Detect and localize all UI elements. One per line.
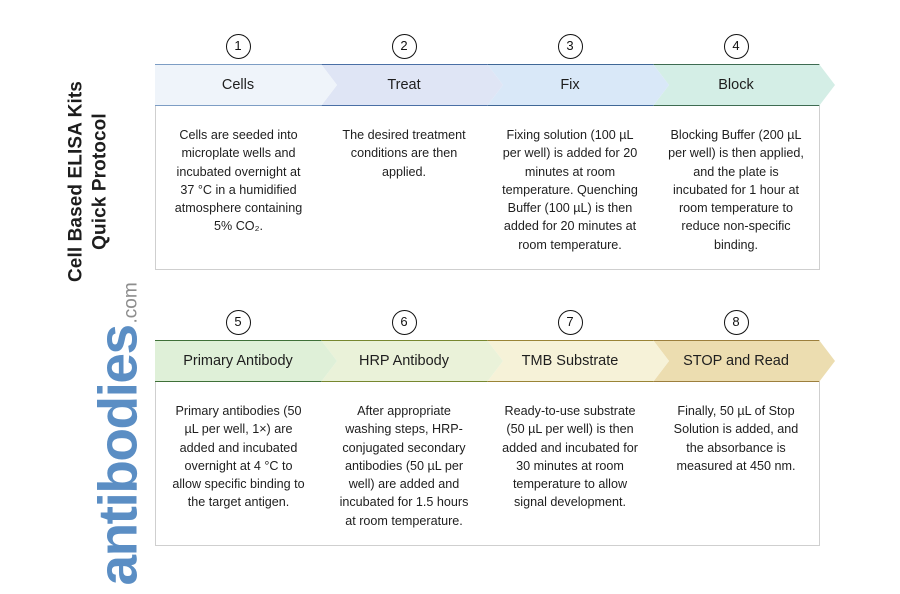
step-badge-strip-1: 1 2 3 4 <box>155 34 845 64</box>
flow-step-panel-4: Blocking Buffer (200 µL per well) is the… <box>653 106 820 270</box>
flow-row-2: 5 6 7 8 Primary Antibody HRP Antibody TMB Sub… <box>155 310 845 546</box>
flow-step-label-8: STOP and Read <box>683 353 789 369</box>
panel-band-1: Cells are seeded into microplate wells a… <box>155 106 845 270</box>
step-number-badge-6: 6 <box>391 310 417 335</box>
step-number-badge-2: 2 <box>391 34 417 59</box>
page-title: Cell Based ELISA Kits Quick Protocol <box>65 81 110 283</box>
flow-step-label-3: Fix <box>560 77 580 93</box>
flow-step-panel-3: Fixing solution (100 µL per well) is add… <box>487 106 654 270</box>
protocol-flow: 1 2 3 4 Cells Treat Fix Block Cells are seeded… <box>155 0 900 594</box>
flow-step-chevron-5[interactable]: Primary Antibody <box>155 340 337 382</box>
flow-step-label-6: HRP Antibody <box>358 353 449 369</box>
step-number-badge-1: 1 <box>225 34 251 59</box>
flow-step-panel-5: Primary antibodies (50 µL per well, 1×) … <box>155 382 322 546</box>
chevron-band-2: Primary Antibody HRP Antibody TMB Substrat… <box>155 340 845 382</box>
flow-step-chevron-4[interactable]: Block <box>653 64 835 106</box>
flow-step-description-5: Primary antibodies (50 µL per well, 1×) … <box>172 404 305 510</box>
flow-step-chevron-7[interactable]: TMB Substrate <box>487 340 669 382</box>
flow-step-panel-6: After appropriate washing steps, HRP-con… <box>321 382 488 546</box>
flow-step-panel-1: Cells are seeded into microplate wells a… <box>155 106 322 270</box>
flow-row-1: 1 2 3 4 Cells Treat Fix Block Cells are seeded… <box>155 34 845 270</box>
flow-step-description-1: Cells are seeded into microplate wells a… <box>174 128 303 234</box>
flow-step-label-2: Treat <box>387 77 421 93</box>
flow-step-chevron-8[interactable]: STOP and Read <box>653 340 835 382</box>
flow-step-description-8: Finally, 50 µL of Stop Solution is added… <box>673 404 799 473</box>
flow-step-chevron-2[interactable]: Treat <box>321 64 503 106</box>
flow-step-description-7: Ready-to-use substrate (50 µL per well) … <box>502 404 638 510</box>
step-number-badge-3: 3 <box>557 34 583 59</box>
flow-step-description-3: Fixing solution (100 µL per well) is add… <box>502 128 638 252</box>
flow-step-description-4: Blocking Buffer (200 µL per well) is the… <box>668 128 804 252</box>
flow-step-panel-7: Ready-to-use substrate (50 µL per well) … <box>487 382 654 546</box>
flow-step-panel-8: Finally, 50 µL of Stop Solution is added… <box>653 382 820 546</box>
brand-logo: antibodies.com <box>87 282 149 585</box>
brand-tld: .com <box>120 282 142 324</box>
flow-step-description-6: After appropriate washing steps, HRP-con… <box>339 404 469 528</box>
flow-step-label-5: Primary Antibody <box>183 353 293 369</box>
flow-step-description-2: The desired treatment conditions are the… <box>342 128 466 179</box>
step-number-badge-7: 7 <box>557 310 583 335</box>
step-number-badge-5: 5 <box>225 310 251 335</box>
brand-name: antibodies <box>86 325 149 586</box>
panel-band-2: Primary antibodies (50 µL per well, 1×) … <box>155 382 845 546</box>
flow-step-label-4: Block <box>718 77 754 93</box>
flow-step-label-1: Cells <box>221 77 255 93</box>
left-rail: Cell Based ELISA Kits Quick Protocol ant… <box>0 0 155 594</box>
flow-step-panel-2: The desired treatment conditions are the… <box>321 106 488 270</box>
flow-step-label-7: TMB Substrate <box>521 353 619 369</box>
step-number-badge-4: 4 <box>723 34 749 59</box>
step-number-badge-8: 8 <box>723 310 749 335</box>
flow-step-chevron-1[interactable]: Cells <box>155 64 337 106</box>
step-badge-strip-2: 5 6 7 8 <box>155 310 845 340</box>
flow-step-chevron-6[interactable]: HRP Antibody <box>321 340 503 382</box>
chevron-band-1: Cells Treat Fix Block <box>155 64 845 106</box>
flow-step-chevron-3[interactable]: Fix <box>487 64 669 106</box>
